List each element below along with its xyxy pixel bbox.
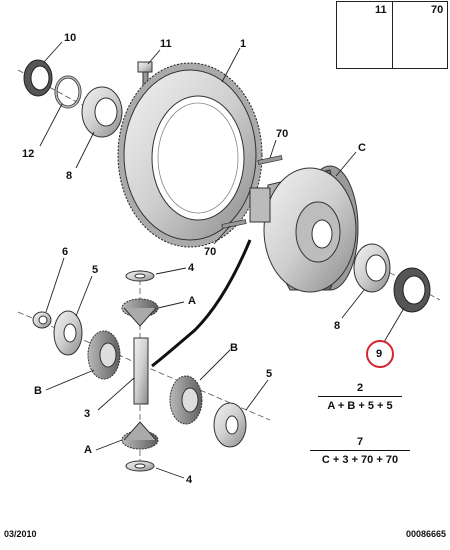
label-11: 11 bbox=[160, 38, 172, 50]
footer-ref: 00086665 bbox=[405, 529, 446, 539]
planet-gear-a-bottom bbox=[121, 421, 159, 450]
washer-4-top bbox=[125, 270, 155, 282]
label-3: 3 bbox=[84, 408, 91, 420]
label-c: C bbox=[358, 142, 366, 154]
washer-6 bbox=[32, 311, 52, 329]
leader-lines bbox=[39, 41, 405, 479]
bearing-8-right bbox=[353, 243, 391, 293]
formula-7: 7 C + 3 + 70 + 70 bbox=[310, 435, 410, 467]
pins-70 bbox=[221, 155, 283, 229]
assembly-line bbox=[151, 239, 252, 368]
label-12: 12 bbox=[22, 148, 35, 160]
legend-label-11: 11 bbox=[375, 4, 387, 16]
label-5-right: 5 bbox=[266, 368, 273, 380]
seal-10 bbox=[23, 59, 53, 97]
label-a-bottom: A bbox=[84, 444, 92, 456]
formula-7-parts: C + 3 + 70 + 70 bbox=[321, 454, 399, 466]
label-4-top: 4 bbox=[188, 262, 195, 274]
label-5-left: 5 bbox=[92, 264, 99, 276]
formula-7-result: 7 bbox=[356, 436, 364, 448]
ring-gear-1 bbox=[117, 62, 263, 248]
washer-4-bottom bbox=[125, 460, 155, 472]
label-b-right: B bbox=[230, 342, 238, 354]
formula-2-parts: A + B + 5 + 5 bbox=[327, 400, 393, 412]
label-8-left: 8 bbox=[66, 170, 73, 182]
formula-2-result: 2 bbox=[356, 382, 364, 394]
label-70-bottom: 70 bbox=[204, 246, 217, 258]
label-10: 10 bbox=[64, 32, 77, 44]
side-gear-b-left bbox=[87, 330, 121, 380]
legend-box bbox=[336, 1, 448, 69]
footer-date: 03/2010 bbox=[4, 529, 37, 539]
label-1: 1 bbox=[240, 38, 247, 50]
seal-9 bbox=[393, 267, 431, 313]
circlip-12 bbox=[54, 75, 82, 109]
side-gear-b-right bbox=[169, 375, 203, 425]
legend-divider bbox=[392, 2, 394, 68]
label-a-top: A bbox=[188, 295, 196, 307]
washer-5-right bbox=[213, 402, 247, 448]
label-9: 9 bbox=[376, 348, 383, 360]
formula-2-bar bbox=[318, 396, 402, 397]
highlight-circle bbox=[366, 340, 394, 368]
label-70-top: 70 bbox=[276, 128, 289, 140]
label-8-right: 8 bbox=[334, 320, 341, 332]
washer-5-left bbox=[53, 310, 83, 356]
diff-housing-c bbox=[249, 165, 359, 293]
label-4-bottom: 4 bbox=[186, 474, 193, 486]
planet-gear-a-top bbox=[121, 298, 159, 327]
label-6: 6 bbox=[62, 246, 69, 258]
legend-label-70: 70 bbox=[431, 4, 444, 16]
shaft-3 bbox=[133, 337, 149, 405]
formula-7-bar bbox=[310, 450, 410, 451]
bearing-8-left bbox=[81, 86, 123, 138]
formula-2: 2 A + B + 5 + 5 bbox=[318, 381, 402, 413]
label-b-left: B bbox=[34, 385, 42, 397]
